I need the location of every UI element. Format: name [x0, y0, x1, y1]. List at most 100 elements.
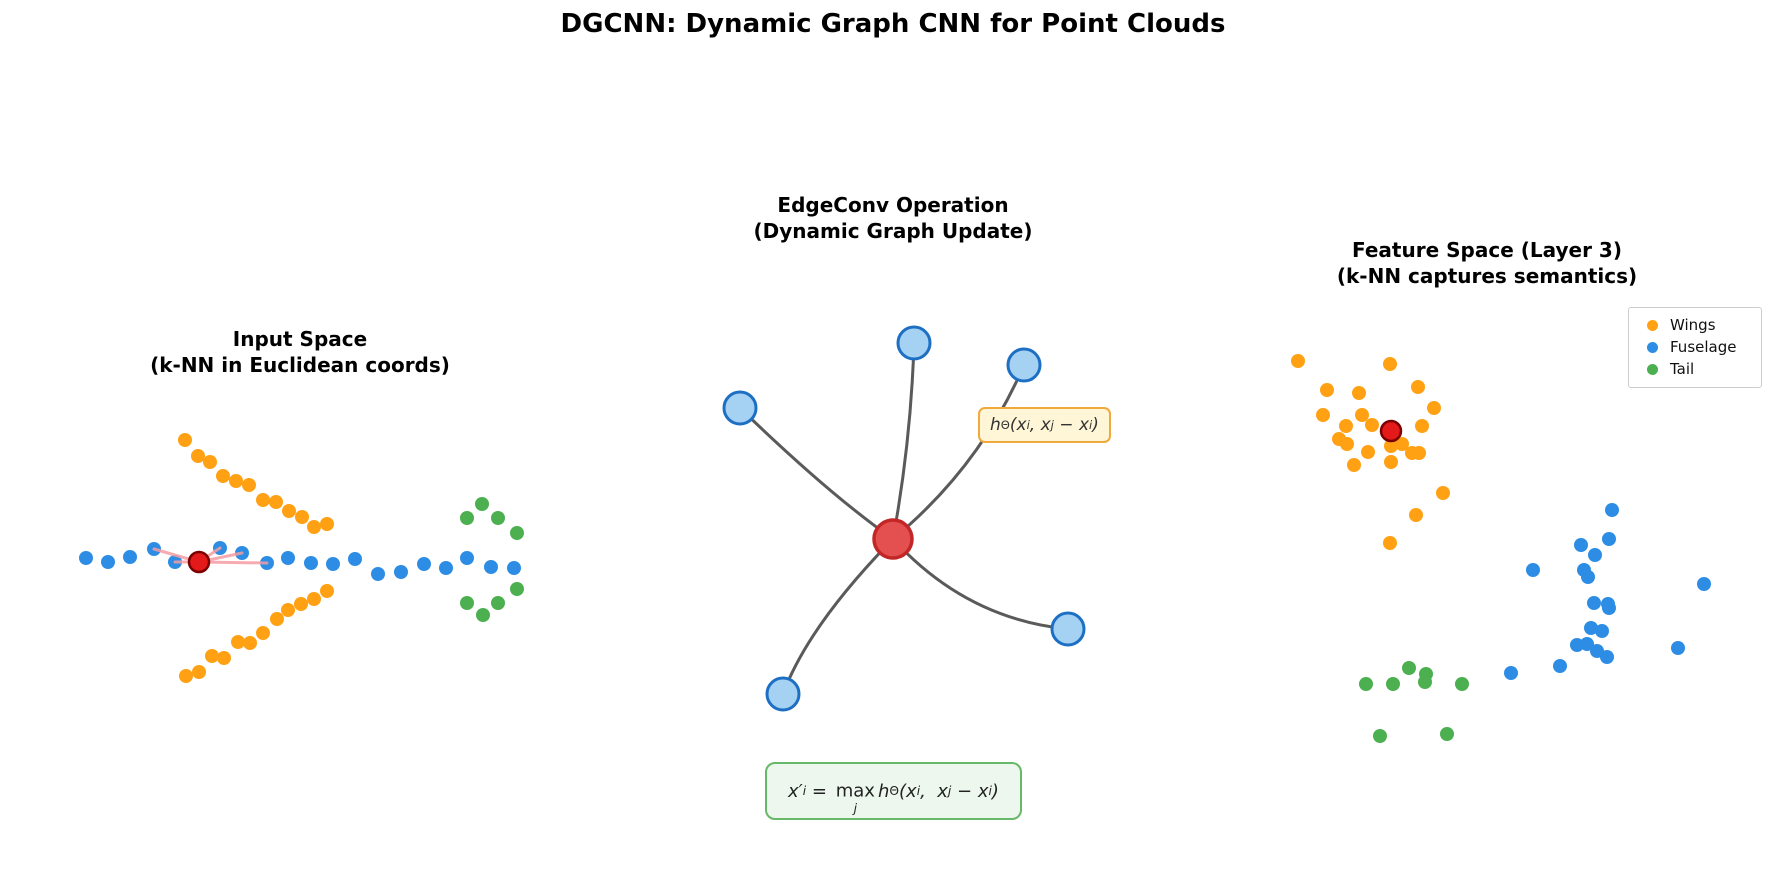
- fuselage-point: [1600, 650, 1614, 664]
- wings-point: [269, 495, 283, 509]
- tail-point: [1386, 677, 1400, 691]
- wings-point: [320, 517, 334, 531]
- tail-dot-icon: [1647, 363, 1658, 375]
- edgeconv-title-line2: (Dynamic Graph Update): [753, 219, 1033, 244]
- tail-point: [476, 608, 490, 622]
- edge-label-theta: Θ: [1000, 418, 1010, 432]
- fuselage-point: [394, 565, 408, 579]
- wings-point: [256, 493, 270, 507]
- wings-point: [1411, 380, 1425, 394]
- legend-label-fuselage: Fuselage: [1670, 337, 1737, 356]
- wings-point: [243, 636, 257, 650]
- neighbor-node: [896, 325, 932, 361]
- wings-point: [205, 649, 219, 663]
- fuselage-point: [1602, 532, 1616, 546]
- wings-point: [295, 510, 309, 524]
- fuselage-point: [1697, 577, 1711, 591]
- graph-edge: [891, 537, 1069, 631]
- neighbor-node: [722, 390, 758, 426]
- input-space-title-line2: (k-NN in Euclidean coords): [150, 353, 450, 378]
- feature-space-title-line1: Feature Space (Layer 3): [1352, 238, 1622, 262]
- tail-point: [1455, 677, 1469, 691]
- wings-point: [320, 584, 334, 598]
- fuselage-point: [1602, 601, 1616, 615]
- wings-point: [1339, 419, 1353, 433]
- wings-point: [231, 635, 245, 649]
- wings-point: [1365, 418, 1379, 432]
- wings-point: [242, 478, 256, 492]
- edge-label-h: h: [990, 415, 1001, 435]
- wings-point: [294, 597, 308, 611]
- wings-point: [203, 455, 217, 469]
- input-space-plot: [79, 433, 524, 683]
- fuselage-point: [1605, 503, 1619, 517]
- fuselage-point: [507, 561, 521, 575]
- wings-point: [307, 592, 321, 606]
- tail-point: [475, 497, 489, 511]
- wings-point: [216, 469, 230, 483]
- tail-point: [1440, 727, 1454, 741]
- fuselage-point: [79, 551, 93, 565]
- figure-title: DGCNN: Dynamic Graph CNN for Point Cloud…: [560, 9, 1226, 39]
- legend-item-wings: Wings: [1639, 318, 1749, 333]
- wings-point: [1383, 536, 1397, 550]
- fuselage-point: [1595, 624, 1609, 638]
- wings-point: [191, 449, 205, 463]
- query-point: [1379, 419, 1403, 443]
- fuselage-point: [281, 551, 295, 565]
- fuselage-point: [101, 555, 115, 569]
- wings-point: [1427, 401, 1441, 415]
- wings-point: [1384, 455, 1398, 469]
- wings-point: [192, 665, 206, 679]
- neighbor-node: [1006, 347, 1042, 383]
- fuselage-dot-icon: [1647, 341, 1658, 353]
- wings-point: [1320, 383, 1334, 397]
- wings-point: [1412, 446, 1426, 460]
- fuselage-point: [326, 557, 340, 571]
- wings-point: [1436, 486, 1450, 500]
- tail-point: [1402, 661, 1416, 675]
- feature-space-title-line2: (k-NN captures semantics): [1336, 264, 1638, 289]
- wings-dot-icon: [1647, 320, 1658, 332]
- tail-point: [1359, 677, 1373, 691]
- wings-point: [1347, 458, 1361, 472]
- fuselage-point: [304, 556, 318, 570]
- wings-point: [1291, 354, 1305, 368]
- center-node: [872, 518, 914, 560]
- tail-point: [1373, 729, 1387, 743]
- fuselage-point: [1588, 548, 1602, 562]
- fuselage-point: [123, 550, 137, 564]
- wings-point: [1340, 437, 1354, 451]
- fuselage-point: [1526, 563, 1540, 577]
- neighbor-node: [765, 676, 801, 712]
- legend-item-tail: Tail: [1639, 359, 1749, 378]
- wings-point: [1355, 408, 1369, 422]
- edgeconv-graph: [722, 325, 1086, 712]
- wings-point: [217, 651, 231, 665]
- wings-point: [256, 626, 270, 640]
- feature-space-plot: [1291, 354, 1711, 743]
- fuselage-point: [417, 557, 431, 571]
- graph-edge: [738, 406, 894, 541]
- graph-edge: [781, 537, 895, 695]
- wings-point: [179, 669, 193, 683]
- edgeconv-title-line1: EdgeConv Operation: [777, 193, 1009, 217]
- fuselage-point: [1671, 641, 1685, 655]
- graph-edge: [892, 364, 1026, 541]
- wings-point: [1395, 437, 1409, 451]
- fuselage-point: [1584, 621, 1598, 635]
- wings-point: [178, 433, 192, 447]
- legend-label-tail: Tail: [1670, 359, 1695, 378]
- fuselage-point: [1580, 637, 1594, 651]
- fuselage-point: [1574, 538, 1588, 552]
- fuselage-point: [460, 551, 474, 565]
- wings-point: [1384, 439, 1398, 453]
- tail-point: [460, 511, 474, 525]
- fuselage-point: [1587, 596, 1601, 610]
- fuselage-point: [1504, 666, 1518, 680]
